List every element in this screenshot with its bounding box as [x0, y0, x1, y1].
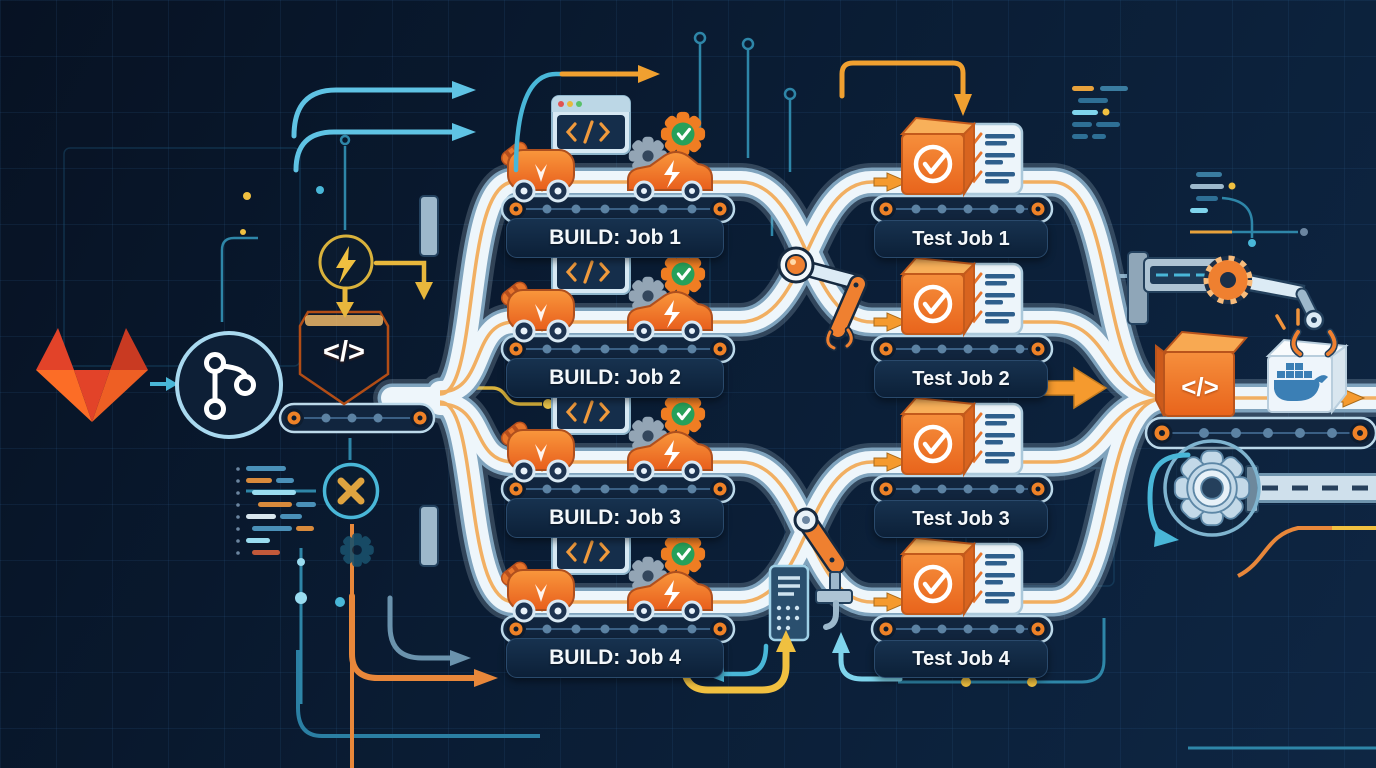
build-job-2-label: BUILD: Job 2 — [549, 366, 681, 389]
conveyor-belt-test-1 — [870, 194, 1054, 224]
test-job-1-label: Test Job 1 — [912, 227, 1010, 250]
test-station-3 — [902, 398, 1022, 474]
docker-whale-icon — [1274, 363, 1328, 401]
test-job-3-label: Test Job 3 — [912, 507, 1010, 530]
build-job-4-label-plate: BUILD: Job 4 — [506, 638, 724, 678]
code-lines-decor — [1072, 86, 1236, 213]
test-job-1-label-plate: Test Job 1 — [874, 220, 1048, 258]
build-job-2-label-plate: BUILD: Job 2 — [506, 358, 724, 398]
git-branch-icon — [175, 331, 283, 439]
code-package-box — [1155, 330, 1249, 417]
gear-belt-band — [1245, 465, 1376, 513]
robot-arm-icon — [1143, 255, 1338, 358]
circuit-trace — [1237, 526, 1376, 578]
build-job-3-label: BUILD: Job 3 — [549, 506, 681, 529]
circuit-wire — [455, 386, 553, 409]
build-job-1-label-plate: BUILD: Job 1 — [506, 218, 724, 258]
gitlab-tanuki-icon — [36, 328, 148, 422]
routing-arrows — [291, 60, 1191, 694]
robot-lever-icon — [768, 507, 853, 642]
test-job-4-label-plate: Test Job 4 — [874, 640, 1048, 678]
test-job-2-label-plate: Test Job 2 — [874, 360, 1048, 398]
code-lines-decor — [236, 466, 316, 555]
control-panel-icon — [768, 564, 810, 642]
conveyor-belt-test-4 — [870, 614, 1054, 644]
conveyor-belt-source — [278, 402, 436, 434]
conveyor-belt-test-3 — [870, 474, 1054, 504]
robot-arm-icon — [777, 246, 868, 352]
x-mark-icon — [322, 462, 380, 520]
test-job-3-label-plate: Test Job 3 — [874, 500, 1048, 538]
test-station-4 — [902, 538, 1022, 614]
code-badge-icon — [298, 310, 390, 406]
lightning-icon — [318, 234, 374, 290]
conveyor-belt-test-2 — [870, 334, 1054, 364]
test-job-2-label: Test Job 2 — [912, 367, 1010, 390]
build-job-1-label: BUILD: Job 1 — [549, 226, 681, 249]
test-station-1 — [902, 118, 1022, 194]
circuit-node — [240, 186, 1308, 687]
code-package-glyph: </> — [1181, 372, 1219, 402]
build-job-4-label: BUILD: Job 4 — [549, 646, 681, 669]
code-badge-glyph: </> — [323, 336, 365, 368]
test-station-2 — [902, 258, 1022, 334]
build-job-3-label-plate: BUILD: Job 3 — [506, 498, 724, 538]
arrow-right-icon — [150, 377, 178, 391]
docker-image-box — [1265, 338, 1349, 415]
gear-icon — [1163, 439, 1261, 537]
conveyor-belt-deploy — [1144, 416, 1376, 450]
test-job-4-label: Test Job 4 — [912, 647, 1010, 670]
gear-icon — [340, 533, 374, 567]
